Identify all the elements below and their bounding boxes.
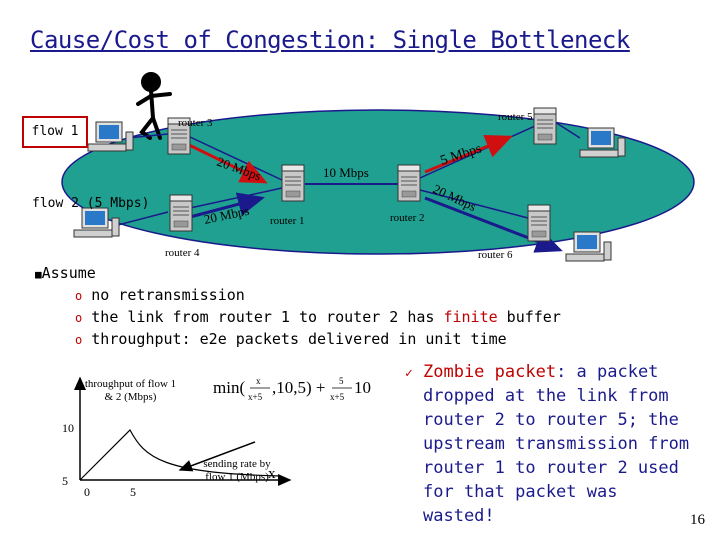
- svg-text:x: x: [256, 376, 261, 386]
- router-2-icon: [398, 165, 420, 201]
- zombie-text: : a packet dropped at the link from rout…: [423, 362, 689, 526]
- svg-text:5: 5: [339, 376, 344, 386]
- y-tick-10: 10: [62, 421, 74, 435]
- slide-title: Cause/Cost of Congestion: Single Bottlen…: [30, 26, 630, 54]
- label-router-1: router 1: [270, 215, 305, 227]
- assume-heading: ■Assume: [35, 264, 96, 282]
- label-link-bottleneck: 10 Mbps: [323, 165, 369, 180]
- router-1-icon: [282, 165, 304, 201]
- x-tick-0: 0: [84, 485, 90, 499]
- label-router-5: router 5: [498, 111, 533, 123]
- page-number: 16: [690, 512, 705, 529]
- y-tick-5: 5: [62, 474, 68, 488]
- flow2-label: flow 2 (5 Mbps): [32, 196, 149, 211]
- x-tick-5: 5: [130, 485, 136, 499]
- label-router-3: router 3: [178, 117, 213, 129]
- router-6-icon: [528, 205, 550, 241]
- label-router-4: router 4: [165, 247, 200, 259]
- x-axis-label: sending rate by flow 1 (Mbps): [192, 458, 282, 484]
- network-diagram: 20 Mbps 20 Mbps 10 Mbps 5 Mbps 20 Mbps r…: [0, 60, 720, 270]
- bullet-icon: ✓: [405, 362, 413, 386]
- assume-item-1: o no retransmission: [75, 286, 245, 304]
- flow1-host-icon: [88, 122, 133, 151]
- throughput-formula: min( x x+5 ,10,5) + 5 x+5 10: [213, 376, 371, 402]
- assume-item-2: o the link from router 1 to router 2 has…: [75, 308, 561, 326]
- zombie-term: Zombie packet: [423, 362, 556, 382]
- svg-text:10: 10: [354, 378, 371, 397]
- svg-text:x+5: x+5: [330, 392, 345, 402]
- svg-text:,10,5) +: ,10,5) +: [272, 378, 326, 397]
- flow1-label: flow 1: [22, 116, 88, 148]
- svg-text:min(: min(: [213, 378, 245, 397]
- svg-text:x+5: x+5: [248, 392, 263, 402]
- label-router-6: router 6: [478, 249, 513, 261]
- y-axis-label: throughput of flow 1 & 2 (Mbps): [83, 378, 178, 404]
- router-4-icon: [170, 195, 192, 231]
- router-5-icon: [534, 108, 556, 144]
- assume-item-3: o throughput: e2e packets delivered in u…: [75, 330, 507, 348]
- label-router-2: router 2: [390, 212, 425, 224]
